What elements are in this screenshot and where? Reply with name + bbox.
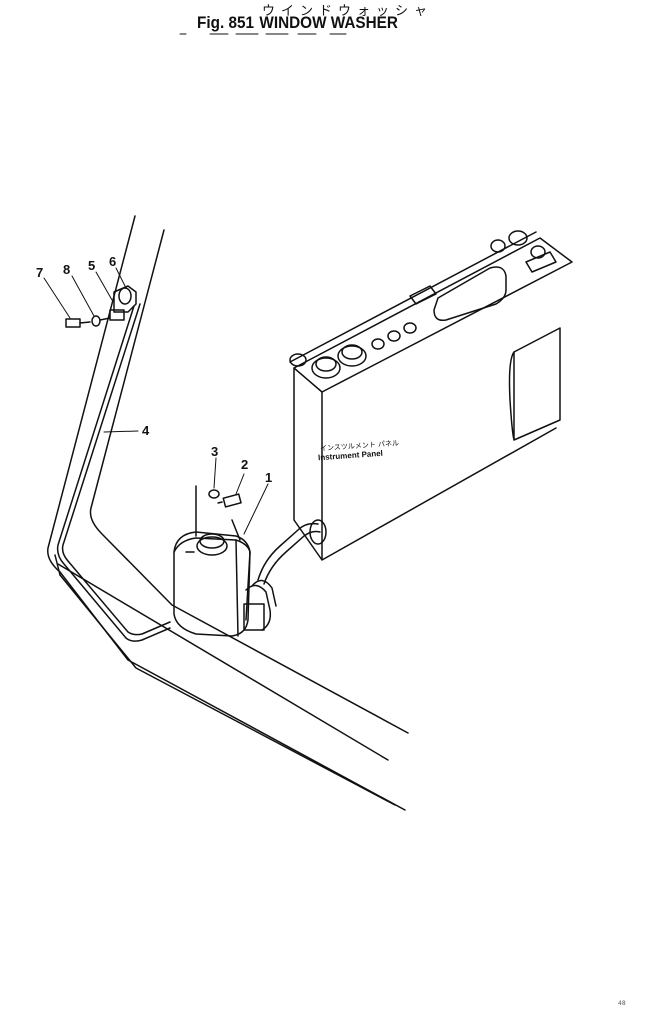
callout-2: 2 [241, 457, 249, 472]
nozzle-body [113, 285, 137, 313]
window-frame-lower-1 [59, 574, 396, 806]
leader-3 [213, 457, 217, 489]
tank-cap [196, 536, 228, 556]
washer-tank-top [173, 537, 251, 553]
knob-3 [530, 245, 546, 259]
pump-wires [245, 584, 272, 631]
bracket-plate [525, 251, 557, 273]
leader-2 [235, 473, 245, 495]
tank-bracket [195, 485, 241, 541]
wiring-harness [257, 522, 319, 581]
panel-lever [409, 285, 437, 305]
nozzle-cap [118, 287, 132, 305]
leader-8 [71, 275, 95, 317]
switch-2 [387, 330, 401, 342]
panel-display [433, 266, 507, 322]
washer-hose-inner [61, 303, 171, 636]
washer-3 [208, 489, 220, 499]
switch-3 [403, 322, 417, 334]
leader-7 [43, 277, 71, 319]
leader-6 [115, 267, 127, 289]
callout-7: 7 [36, 265, 44, 280]
bolt-7-shank [79, 321, 91, 324]
window-sill-line [57, 563, 389, 761]
window-frame-lower-2 [54, 554, 61, 576]
callout-3: 3 [211, 444, 219, 459]
wiring-harness-2 [263, 530, 321, 585]
gauge-2-inner [341, 344, 363, 360]
tank-cap-top [199, 533, 225, 549]
leader-5 [95, 271, 113, 301]
figure-name: WINDOW WASHER [259, 13, 398, 32]
leader-4 [103, 430, 139, 433]
title-japanese: ウインドウォッシャ [262, 4, 434, 19]
bolt-7 [65, 318, 81, 328]
knob-2 [508, 230, 528, 246]
pump-wires-2 [251, 579, 277, 607]
gauge-2 [337, 345, 367, 367]
washer-8 [91, 315, 101, 327]
callout-6: 6 [109, 254, 117, 269]
washer-tank-side [235, 539, 251, 637]
callout-4: 4 [142, 423, 150, 438]
leader-1 [243, 483, 269, 535]
panel-top [293, 237, 573, 393]
gauge-1 [311, 357, 341, 379]
pump-connector [243, 603, 265, 631]
grommet [309, 519, 327, 545]
window-frame-inner [89, 229, 409, 734]
callout-8: 8 [63, 262, 71, 277]
panel-right-box [508, 327, 561, 441]
washer-hose [56, 305, 171, 642]
panel-top-inner [289, 231, 537, 363]
callout-1: 1 [265, 470, 273, 485]
bolt-2 [222, 493, 242, 508]
washer-tank-body [173, 531, 251, 637]
panel-front [293, 367, 557, 561]
gauge-1-inner [315, 356, 337, 372]
callout-5: 5 [88, 258, 96, 273]
switch-1 [371, 338, 385, 350]
figure-title: Fig. 851 WINDOW WASHER [197, 13, 431, 33]
page-mark: 48 [618, 1000, 626, 1007]
knob-1 [490, 239, 506, 253]
figure-number: Fig. 851 [197, 13, 254, 32]
bolt-2-shank [217, 501, 223, 504]
nozzle-elbow [109, 309, 125, 321]
switch-4 [289, 353, 307, 367]
window-frame-outer [47, 215, 406, 811]
